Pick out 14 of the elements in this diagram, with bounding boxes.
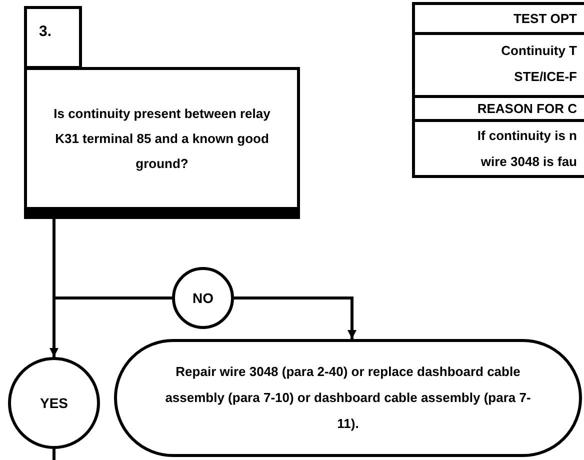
- node-text: NO: [192, 288, 214, 308]
- table-cell-text: Continuity T: [501, 42, 578, 60]
- node-text: Is continuity present between relay K31 terminal 85 and a known good ground?: [52, 105, 272, 173]
- node-text: YES: [40, 394, 68, 412]
- connector-arrow: [234, 296, 356, 339]
- table-cell-text: wire 3048 is fau: [480, 152, 578, 170]
- node-text: 3.: [39, 22, 52, 42]
- node-text: Repair wire 3048 (para 2-40) or replace dashboard cable assembly (para 7-10) or dashboard cable assembly (para 7-11).: [165, 363, 531, 433]
- step-number-box: [24, 6, 82, 69]
- table-cell-text: If continuity is n: [477, 126, 578, 145]
- table-cell-text: TEST OPT: [513, 10, 578, 28]
- question-box: [24, 67, 300, 219]
- table-cell-text: REASON FOR C: [477, 100, 578, 118]
- table-cell-text: STE/ICE-F: [514, 68, 578, 86]
